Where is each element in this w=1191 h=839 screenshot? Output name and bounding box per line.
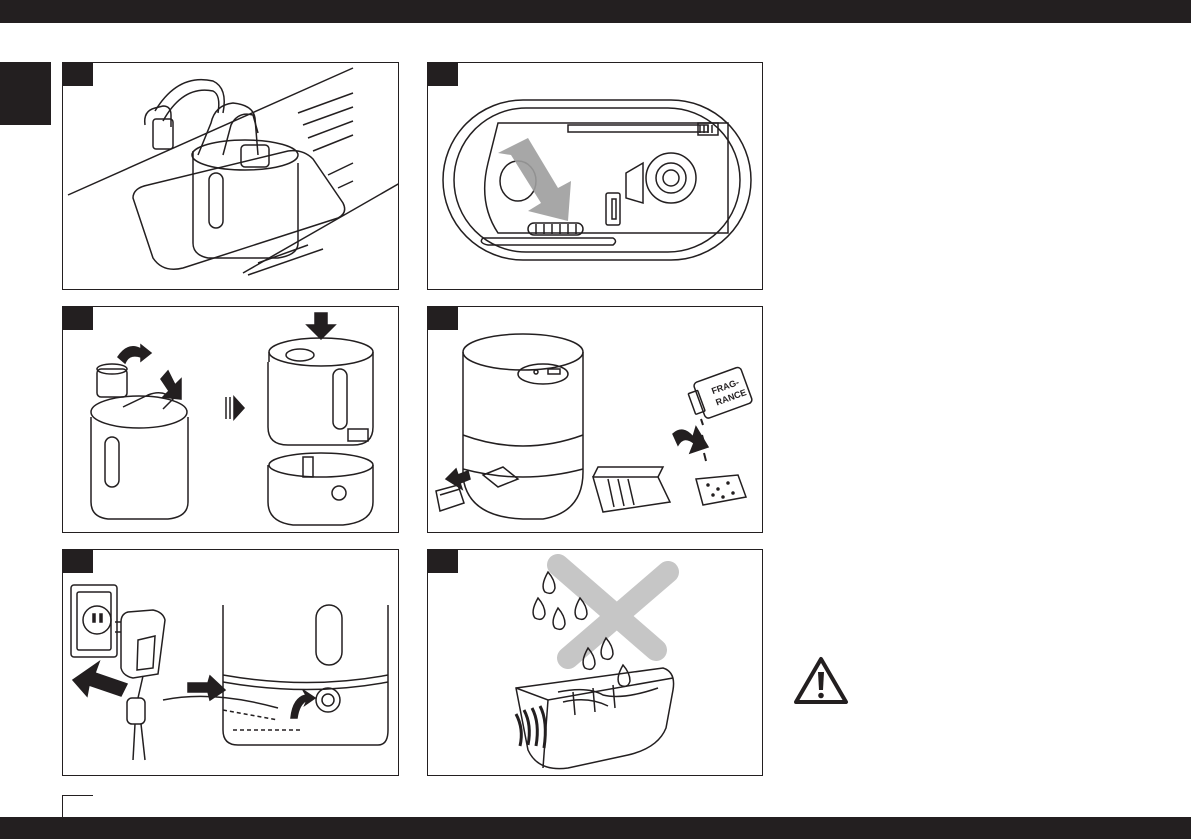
panel-reassemble [62, 306, 399, 533]
clean-base-illustration [428, 63, 763, 290]
panel-clean-base [427, 62, 763, 290]
panel-rinse-tank [62, 62, 399, 290]
no-water-tray-illustration [428, 550, 763, 776]
reassemble-illustration [63, 307, 399, 533]
panel-plug-in [62, 549, 399, 776]
bottom-bar [0, 817, 1191, 839]
plug-in-illustration [63, 550, 399, 776]
rinse-tank-illustration [63, 63, 399, 290]
section-tab [0, 62, 51, 125]
top-bar [0, 0, 1191, 23]
fragrance-illustration: FRAG- RANCE [428, 307, 763, 533]
panel-fragrance: FRAG- RANCE [427, 306, 763, 533]
page-corner-mark [62, 795, 93, 818]
warning-triangle-icon [793, 656, 849, 706]
panel-no-water-tray [427, 549, 763, 776]
